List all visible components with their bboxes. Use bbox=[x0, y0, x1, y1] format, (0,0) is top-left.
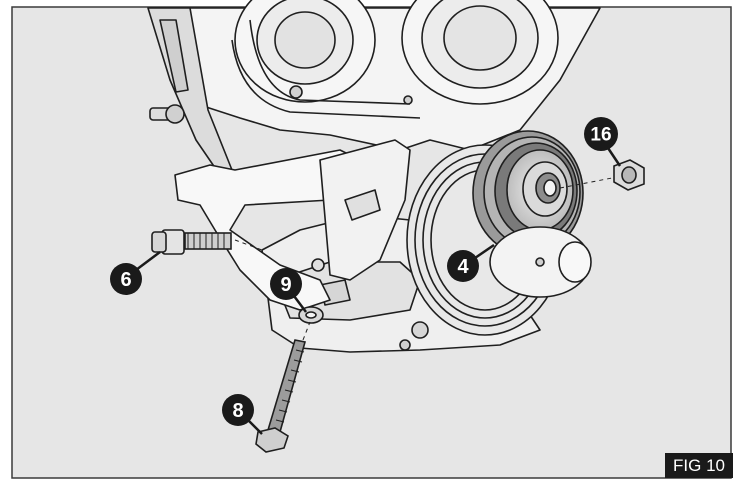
figure-label: FIG 10 bbox=[665, 453, 733, 478]
callout-8-label: 8 bbox=[232, 400, 243, 422]
callout-8: 8 bbox=[222, 394, 263, 435]
nut-16 bbox=[559, 159, 645, 191]
callout-9-label: 9 bbox=[280, 274, 291, 296]
engine-block bbox=[147, 0, 601, 179]
callout-9: 9 bbox=[270, 268, 307, 313]
callout-16-label: 16 bbox=[590, 125, 611, 146]
callout-16: 16 bbox=[584, 117, 622, 167]
callout-4: 4 bbox=[447, 243, 495, 282]
mounting-bracket bbox=[174, 139, 411, 311]
pulley-assembly bbox=[406, 130, 592, 336]
callout-4-label: 4 bbox=[457, 256, 469, 278]
callout-6-label: 6 bbox=[120, 269, 131, 291]
bolt-8 bbox=[255, 321, 311, 453]
callout-6: 6 bbox=[110, 251, 161, 295]
